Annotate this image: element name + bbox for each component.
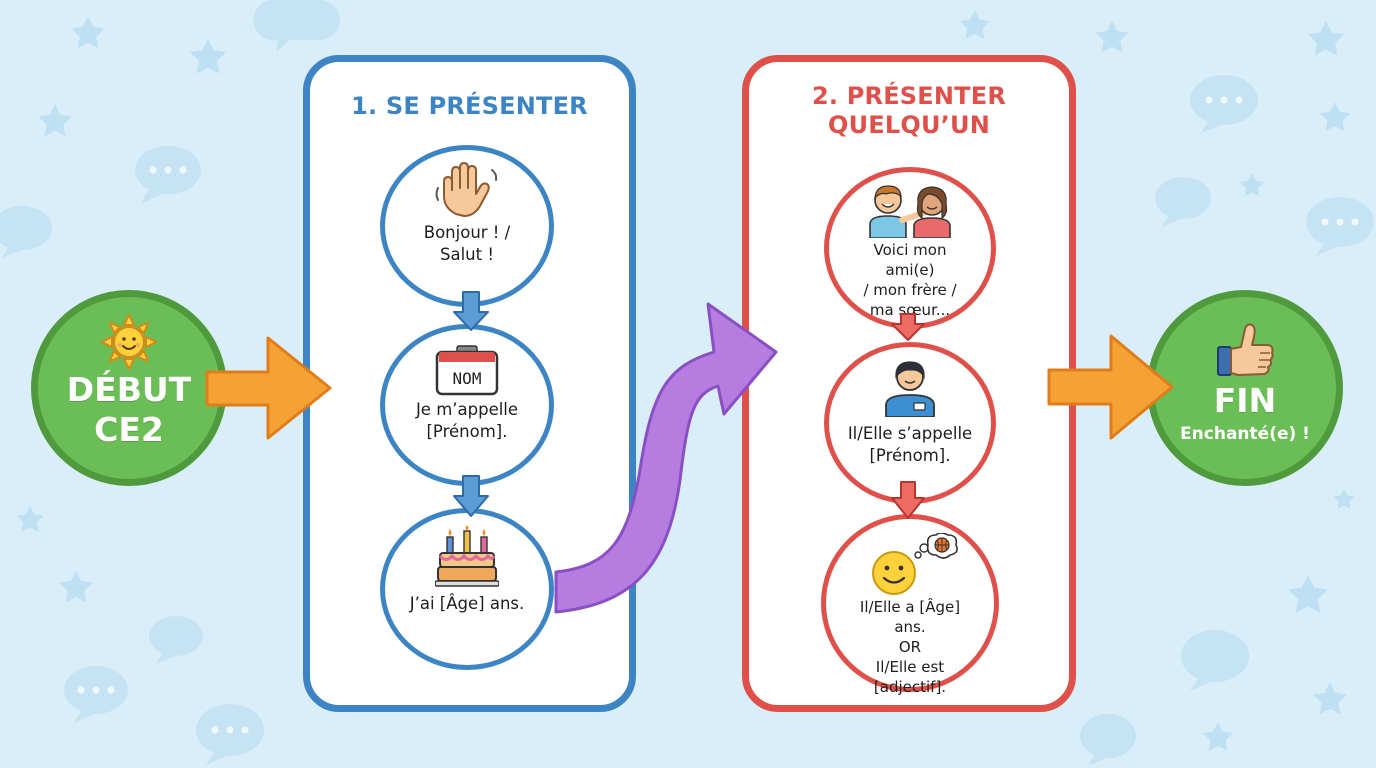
star-icon	[38, 104, 72, 137]
star-icon	[1095, 20, 1129, 53]
arrow-down-4	[891, 481, 925, 519]
step-name-text: Je m’appelle [Prénom].	[415, 400, 519, 441]
speech-bubble-icon	[1155, 177, 1211, 227]
end-node: FIN Enchanté(e) !	[1147, 290, 1343, 486]
star-icon	[59, 570, 93, 603]
step-introduce: Voici mon ami(e) / mon frère / ma sœur..…	[824, 167, 996, 329]
speech-bubble-icon	[1181, 630, 1249, 691]
step-name: NOM Je m’appelle [Prénom].	[380, 324, 554, 486]
birthday-cake-icon	[435, 525, 499, 587]
step-their-age: Il/Elle a [Âge] ans. OR Il/Elle est [adj…	[821, 514, 999, 696]
start-label: DÉBUT CE2	[66, 370, 192, 449]
star-icon	[1288, 575, 1328, 613]
step-age-text: J’ai [Âge] ans.	[409, 594, 525, 613]
speech-bubble-icon	[1080, 714, 1136, 766]
step-greeting-text: Bonjour ! / Salut !	[423, 223, 511, 264]
step-greeting: Bonjour ! / Salut !	[380, 145, 554, 307]
star-icon	[71, 16, 105, 49]
thumbs-up-icon	[1217, 323, 1274, 376]
person-badge-icon	[885, 361, 935, 417]
star-icon	[1313, 682, 1347, 715]
name-tag-badge: NOM	[453, 369, 482, 388]
arrow-section-2-to-end	[1047, 334, 1174, 440]
step-their-age-text: Il/Elle a [Âge] ans. OR Il/Elle est [adj…	[859, 598, 961, 696]
arrow-down-3	[891, 313, 925, 341]
arrow-section-1-to-section-2	[554, 302, 778, 614]
section-2-title: 2. PRÉSENTER QUELQU’UN	[811, 82, 1007, 139]
two-kids-icon	[869, 185, 951, 238]
end-sublabel: Enchanté(e) !	[1180, 424, 1310, 444]
star-icon	[189, 38, 227, 74]
star-icon	[1319, 102, 1351, 131]
name-tag-icon: NOM	[435, 345, 499, 396]
waving-hand-icon	[435, 162, 498, 217]
star-icon	[1333, 488, 1355, 510]
arrow-down-1	[453, 291, 489, 331]
speech-bubble-icon	[253, 0, 340, 52]
arrow-down-2	[453, 475, 489, 517]
star-icon	[16, 505, 44, 532]
speech-bubble-icon	[0, 206, 52, 258]
arrow-start-to-section-1	[205, 336, 332, 440]
start-node: DÉBUT CE2	[31, 290, 227, 486]
step-introduce-text: Voici mon ami(e) / mon frère / ma sœur..…	[863, 241, 957, 319]
star-icon	[1307, 20, 1345, 56]
smiley-thought-icon	[872, 533, 958, 595]
end-label: FIN	[1213, 381, 1277, 420]
sun-icon	[101, 314, 157, 370]
section-2-panel: 2. PRÉSENTER QUELQU’UN Voici mon ami(e) …	[742, 55, 1076, 712]
star-icon	[1202, 722, 1234, 751]
star-icon	[959, 10, 991, 39]
star-icon	[1239, 173, 1265, 197]
speech-bubble-icon	[149, 616, 203, 664]
section-1-title: 1. SE PRÉSENTER	[351, 92, 588, 120]
step-their-name-text: Il/Elle s’appelle [Prénom].	[847, 424, 973, 465]
